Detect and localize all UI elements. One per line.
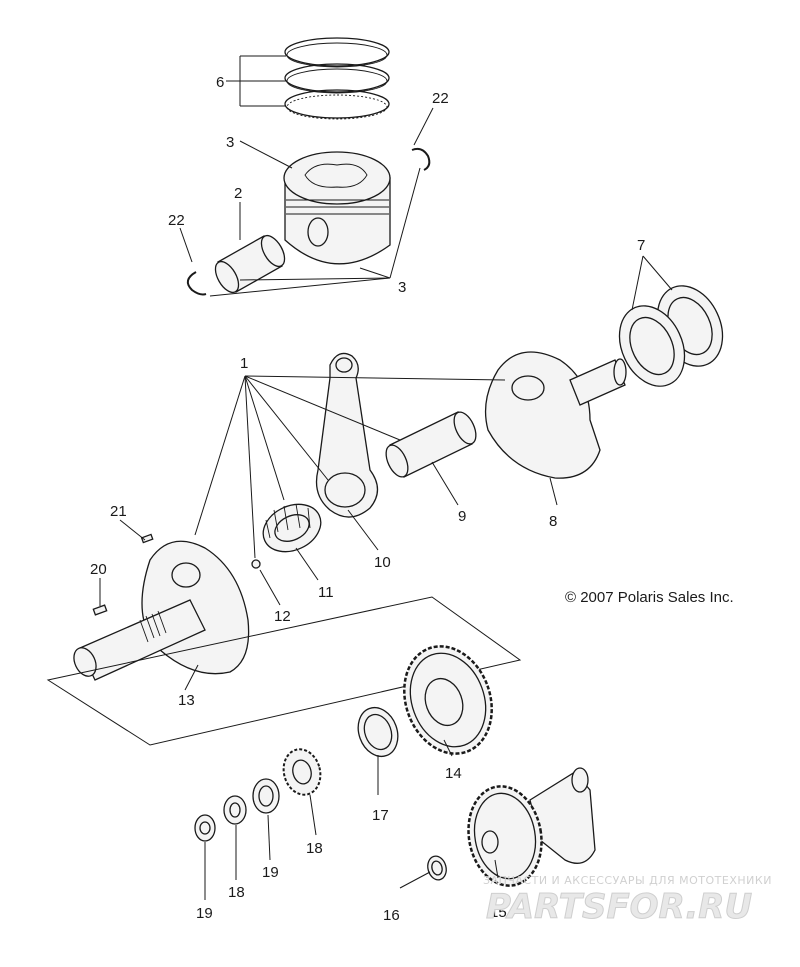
callout-3-bottom: 3: [398, 279, 406, 296]
callout-11: 13: [178, 692, 195, 709]
piston-rings: [284, 37, 390, 120]
thrust-washer: [357, 706, 399, 758]
callout-13: 15: [490, 904, 507, 921]
callout-15: 17: [372, 807, 389, 824]
small-gear: [282, 748, 322, 796]
callout-labels: 6 3 2 22 22 3 7 1 8 9 10 11 12 21 20 13 …: [90, 74, 645, 924]
callout-7: 9: [458, 508, 466, 525]
callout-22-right: 22: [432, 90, 449, 107]
assembly-bracket: [46, 596, 522, 746]
leader-lines: [99, 55, 673, 900]
callout-1: 1: [240, 355, 248, 372]
watermark-logo: PARTSFOR.RU: [486, 887, 752, 927]
crank-half-right: [484, 351, 627, 479]
callout-16: 18: [306, 840, 323, 857]
crank-pin: [385, 411, 477, 478]
shaft-washer: [427, 855, 447, 881]
crank-half-left: [73, 540, 250, 681]
circlip-right: [411, 147, 431, 171]
callout-10: 12: [274, 608, 291, 625]
callout-9: 11: [318, 584, 334, 601]
callout-18: 18: [228, 884, 245, 901]
circlip-left: [186, 271, 207, 296]
copyright-notice: © 2007 Polaris Sales Inc.: [565, 589, 734, 606]
piston-pin: [214, 234, 286, 294]
end-nut: [194, 814, 216, 842]
callout-17: 19: [262, 864, 279, 881]
crank-bearings: [618, 285, 724, 387]
lock-nut: [252, 778, 280, 814]
callout-12: 14: [445, 765, 462, 782]
callout-6: 8: [549, 513, 557, 530]
woodruff-key-20: [92, 604, 108, 616]
woodruff-key-21: [140, 533, 154, 544]
lock-washer: [223, 795, 247, 825]
drive-gear: [403, 645, 493, 755]
callout-20: 20: [90, 561, 107, 578]
callout-3-top: 3: [226, 134, 234, 151]
callout-21: 21: [110, 503, 127, 520]
watermark-caption: ЗАПЧАСТИ И АКСЕССУАРЫ ДЛЯ МОТОТЕХНИКИ: [483, 874, 772, 887]
callout-5: 7: [637, 237, 645, 254]
crank-ball: [251, 559, 261, 569]
balance-shaft: [467, 767, 596, 887]
callout-19: 19: [196, 905, 213, 922]
callout-22-left: 22: [168, 212, 185, 229]
callout-2: 2: [234, 185, 242, 202]
callout-8: 10: [374, 554, 391, 571]
piston: [283, 151, 391, 265]
callout-14: 16: [383, 907, 400, 924]
needle-bearing: [262, 503, 322, 553]
connecting-rod: [315, 352, 379, 518]
callout-4: 6: [216, 74, 224, 91]
